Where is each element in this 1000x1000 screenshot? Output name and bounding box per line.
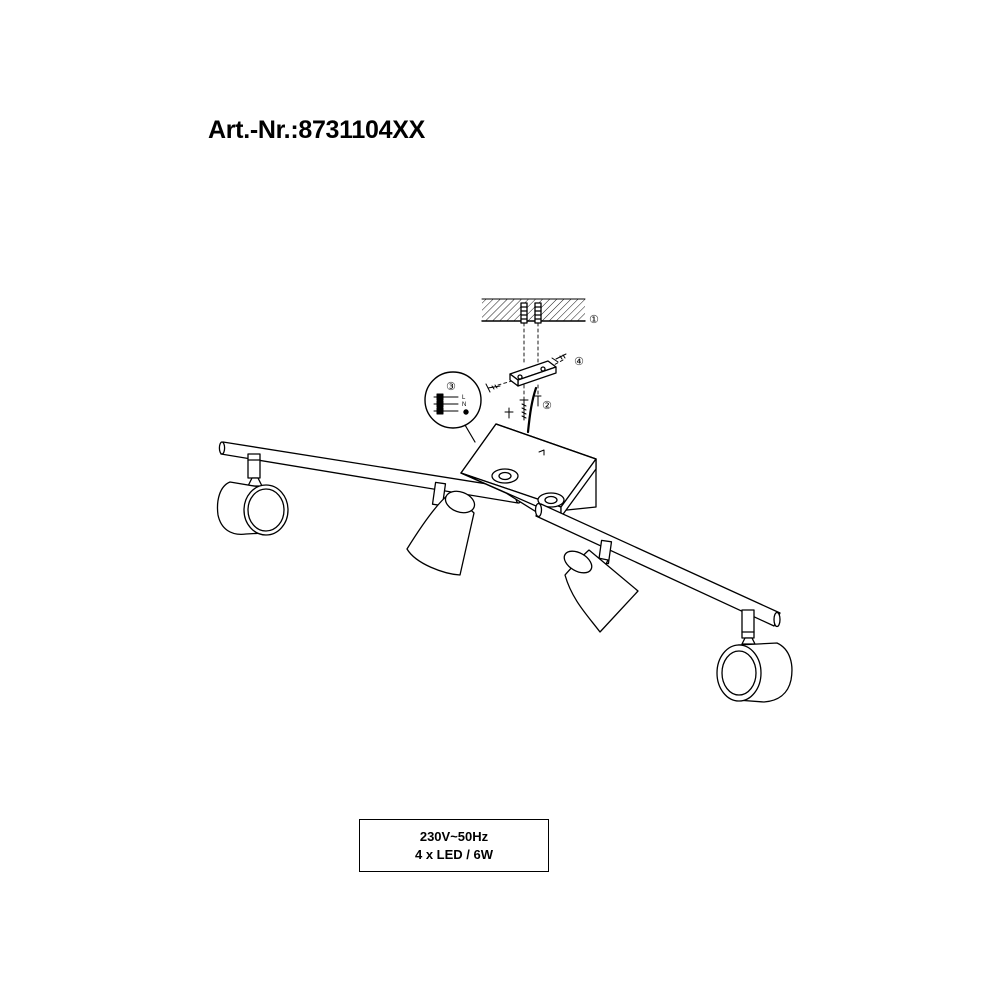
- step-marker-2: ②: [542, 399, 552, 412]
- spotlight-2: [406, 481, 476, 576]
- step-marker-3: ③: [446, 380, 456, 393]
- wiring-label-n: N: [462, 402, 466, 408]
- specifications-box: 230V~50Hz 4 x LED / 6W: [359, 819, 549, 872]
- voltage-spec: 230V~50Hz: [419, 828, 489, 844]
- article-number: Art.-Nr.:8731104XX: [208, 116, 425, 144]
- ceiling-canopy: [460, 423, 597, 518]
- wiring-label-l: L: [462, 395, 466, 401]
- screws: [485, 353, 567, 421]
- ceiling: [481, 298, 586, 322]
- spotlight-3: [563, 539, 639, 633]
- wiring-detail: L N: [424, 371, 482, 443]
- right-bar: [534, 502, 781, 628]
- cable: [526, 386, 538, 434]
- dashed-guides: [497, 322, 564, 406]
- spotlight-1: [216, 453, 289, 536]
- step-marker-4: ④: [574, 355, 584, 368]
- step-markers: ① ② ③ ④: [446, 313, 599, 412]
- spotlight-4: [716, 609, 793, 703]
- mounting-bracket: [509, 360, 557, 387]
- step-marker-1: ①: [589, 313, 599, 326]
- bulb-spec: 4 x LED / 6W: [414, 846, 494, 862]
